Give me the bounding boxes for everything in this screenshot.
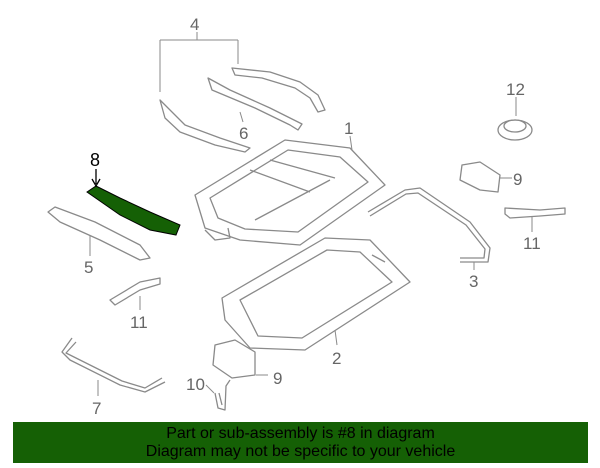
part-9-upper[interactable]	[459, 161, 501, 193]
callout-11-right[interactable]: 11	[523, 234, 541, 253]
callout-9-upper[interactable]: 9	[513, 170, 522, 189]
part-1-sunroof-frame[interactable]	[194, 139, 386, 246]
part-12[interactable]	[497, 119, 533, 141]
callout-7[interactable]: 7	[92, 399, 101, 418]
callout-8-highlighted[interactable]: 8	[90, 150, 100, 170]
banner-part-text: Part or sub-assembly is #8 in diagram	[166, 425, 435, 442]
part-info-banner: Part or sub-assembly is #8 in diagram Di…	[13, 422, 588, 463]
part-11-right[interactable]	[504, 207, 566, 219]
part-3[interactable]	[367, 187, 491, 263]
callout-3[interactable]: 3	[469, 272, 478, 291]
part-2-glass-frame[interactable]	[221, 237, 411, 351]
callout-4[interactable]: 4	[190, 15, 199, 34]
banner-disclaimer-text: Diagram may not be specific to your vehi…	[145, 443, 456, 460]
part-6[interactable]	[207, 77, 303, 131]
part-11-left[interactable]	[109, 277, 161, 306]
callout-1[interactable]: 1	[344, 119, 353, 138]
callout-6[interactable]: 6	[239, 124, 248, 143]
part-8-highlighted[interactable]	[86, 185, 181, 236]
callout-11-left[interactable]: 11	[130, 313, 148, 332]
callout-2[interactable]: 2	[332, 349, 341, 368]
part-7[interactable]	[61, 337, 166, 393]
callout-10[interactable]: 10	[186, 375, 205, 394]
callout-12[interactable]: 12	[506, 80, 525, 99]
part-9-lower[interactable]	[212, 339, 256, 379]
callout-9-lower[interactable]: 9	[273, 369, 282, 388]
callout-5[interactable]: 5	[84, 258, 93, 277]
part-5[interactable]	[47, 206, 151, 261]
part-10[interactable]	[214, 379, 231, 411]
part-4-rails[interactable]	[159, 67, 326, 153]
